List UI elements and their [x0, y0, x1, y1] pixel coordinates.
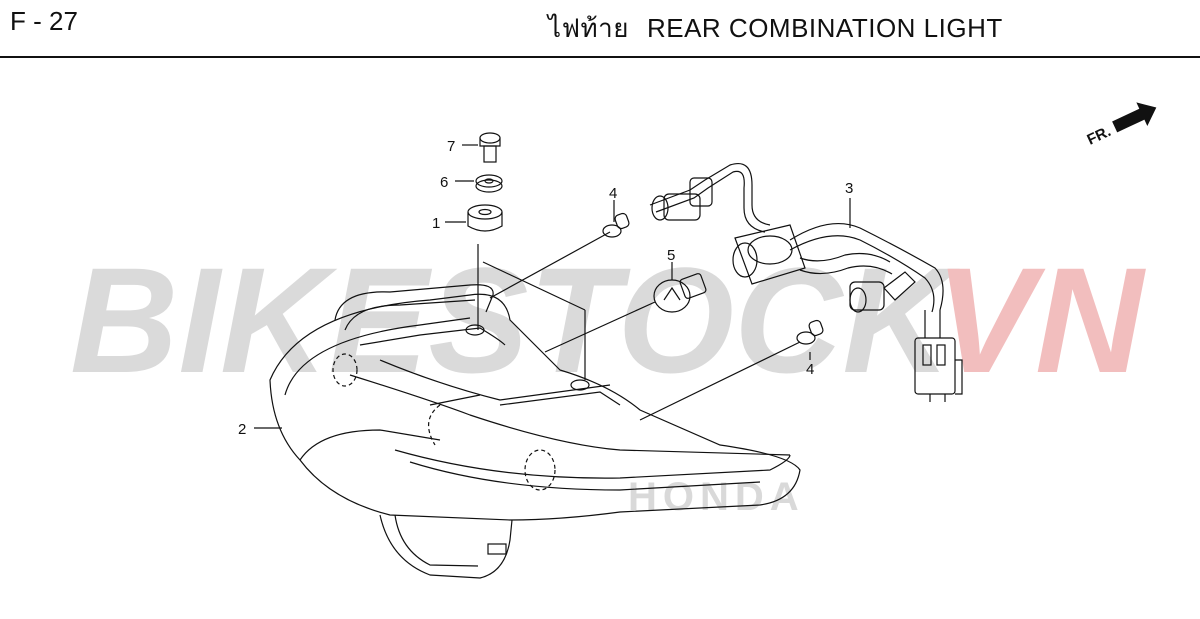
diagram-lines	[254, 132, 963, 579]
callout-bulb-large: 5	[667, 247, 675, 264]
taillight-housing-part	[269, 284, 801, 579]
callout-bolt: 7	[447, 138, 455, 155]
bolt-part	[479, 132, 501, 163]
callout-labels: 7 6 1 4 5 3 2 4	[238, 138, 853, 438]
grommet-part	[467, 204, 503, 232]
bulb-small-bottom	[796, 319, 824, 345]
callout-bulb-small-top: 4	[609, 185, 617, 202]
callout-grommet: 1	[432, 215, 440, 232]
callout-taillight-housing: 2	[238, 421, 246, 438]
callout-wire-harness: 3	[845, 180, 853, 197]
front-direction-label: FR.	[1085, 123, 1114, 149]
washer-part	[475, 174, 503, 193]
honda-watermark: HONDA	[628, 475, 805, 519]
front-direction-arrow: FR.	[1085, 102, 1157, 149]
title-english: REAR COMBINATION LIGHT	[646, 13, 1003, 43]
page-code: F - 27	[10, 6, 78, 36]
wire-harness-part	[649, 163, 963, 402]
watermark-text-main: BIKESTOCK	[70, 236, 960, 404]
callout-bulb-small-bottom: 4	[806, 361, 814, 378]
page-title: ไฟท้าย REAR COMBINATION LIGHT	[548, 8, 1003, 49]
callout-washer: 6	[440, 174, 448, 191]
watermark: BIKESTOCK VN	[70, 236, 1146, 404]
title-thai: ไฟท้าย	[548, 13, 629, 43]
arrow-icon	[1112, 102, 1157, 133]
bulb-small-top	[602, 212, 630, 238]
watermark-text-accent: VN	[935, 236, 1146, 404]
header-divider	[0, 56, 1200, 58]
